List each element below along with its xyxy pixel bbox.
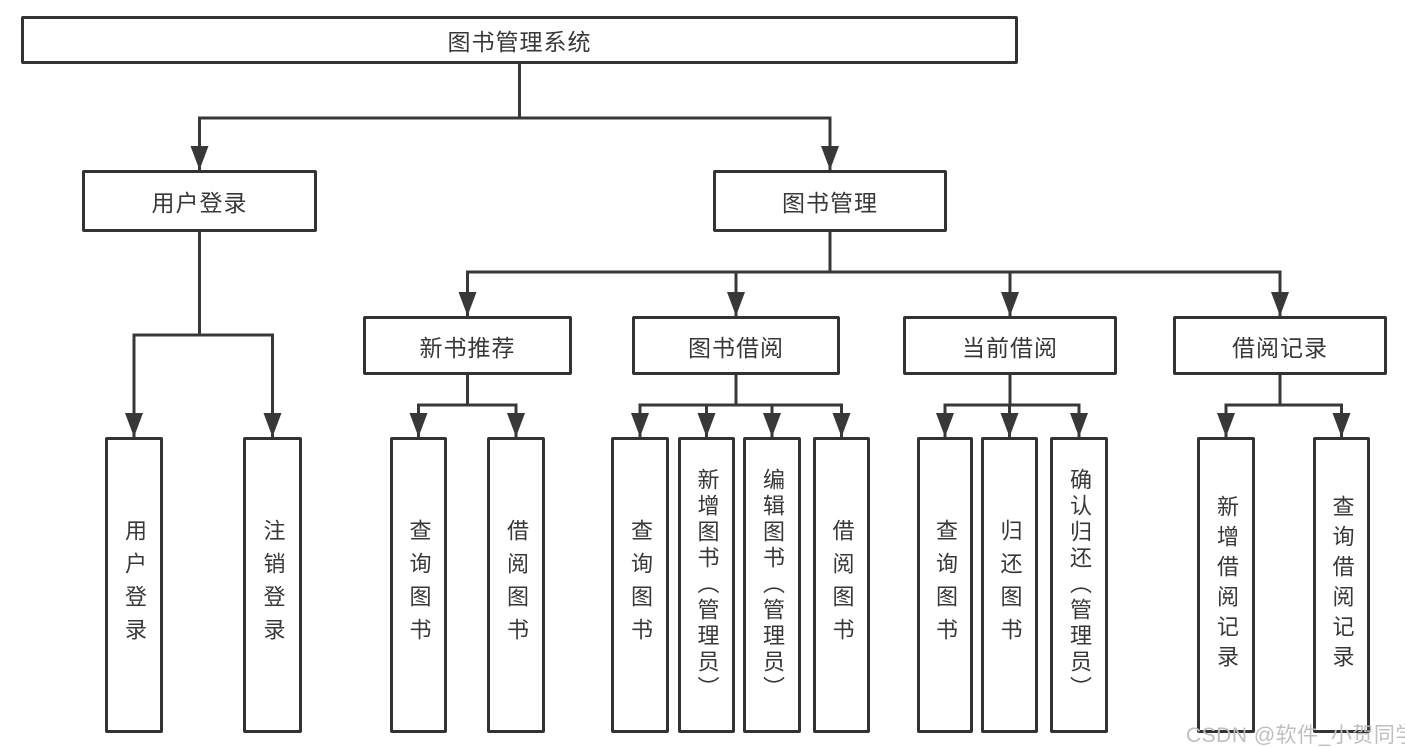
- node-current-borrow: 当前借阅: [903, 316, 1117, 375]
- node-book-borrow: 图书借阅: [632, 316, 840, 375]
- leaf-newbooks-borrow-books: 借阅图书: [487, 437, 545, 733]
- leaf-current-confirm-return-admin: 确认归还（管理员）: [1050, 437, 1108, 733]
- leaf-borrow-borrow-books: 借阅图书: [813, 437, 870, 733]
- leaf-records-add-record: 新增借阅记录: [1197, 437, 1255, 733]
- leaf-current-query-books: 查询图书: [917, 437, 973, 733]
- node-book-management: 图书管理: [713, 170, 947, 232]
- node-user-login: 用户登录: [82, 170, 317, 232]
- node-new-book-recommend: 新书推荐: [363, 316, 572, 375]
- leaf-user-login: 用户登录: [105, 437, 163, 733]
- node-root: 图书管理系统: [21, 16, 1018, 64]
- leaf-current-return-books: 归还图书: [981, 437, 1038, 733]
- leaf-borrow-edit-books-admin: 编辑图书（管理员）: [743, 437, 801, 733]
- leaf-logout: 注销登录: [243, 437, 302, 733]
- leaf-borrow-add-books-admin: 新增图书（管理员）: [678, 437, 735, 733]
- leaf-borrow-query-books: 查询图书: [611, 437, 669, 733]
- leaf-newbooks-query-books: 查询图书: [390, 437, 447, 733]
- node-borrow-records: 借阅记录: [1173, 316, 1387, 375]
- leaf-records-query-record: 查询借阅记录: [1313, 437, 1370, 733]
